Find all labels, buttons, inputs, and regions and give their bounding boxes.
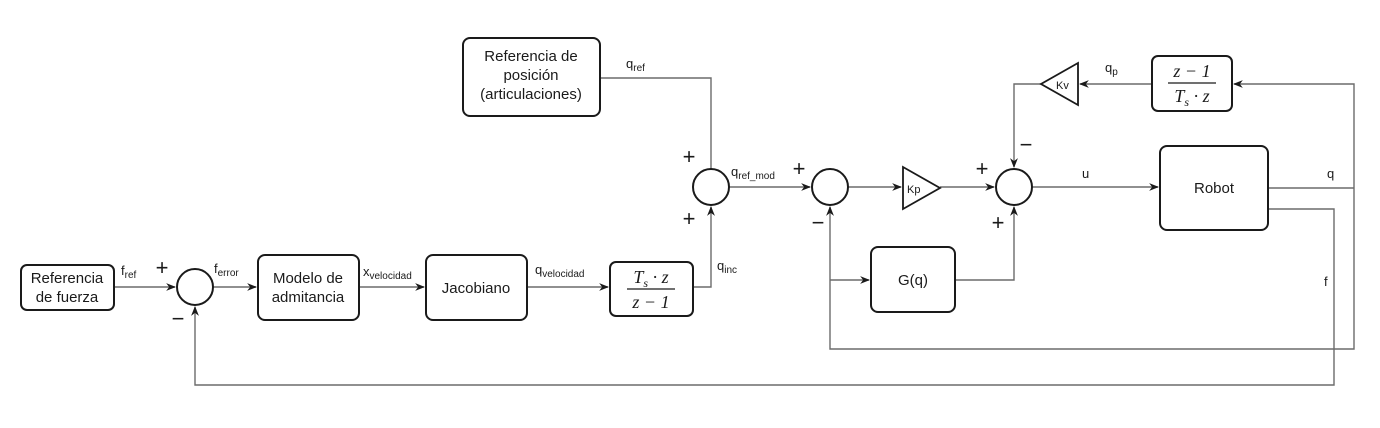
derivative-numerator: z − 1 xyxy=(1172,61,1210,81)
sum-position-error xyxy=(811,168,849,206)
wire-q-feedback xyxy=(826,188,1355,350)
force-reference-line1: Referencia xyxy=(31,270,104,287)
block-gravity: G(q) xyxy=(870,246,956,313)
block-kp-gain: Kp xyxy=(902,165,942,211)
block-admittance-model: Modelo de admitancia xyxy=(257,254,360,321)
label-q-p: qp xyxy=(1105,60,1118,78)
wire-kv-out xyxy=(1010,83,1041,168)
derivative-denominator: Ts · z xyxy=(1174,86,1209,109)
sign-pos-minus: − xyxy=(812,210,825,235)
wires xyxy=(114,77,1355,386)
sign-ref-top-plus: + xyxy=(683,144,696,169)
sum-control xyxy=(995,168,1033,206)
integrator-numerator: Ts · z xyxy=(633,267,668,290)
sum-force-error xyxy=(176,268,214,306)
gravity-label: G(q) xyxy=(898,272,928,289)
position-reference-line2: posición xyxy=(503,67,558,84)
sign-ctrl-left-plus: + xyxy=(976,156,989,181)
block-force-reference: Referencia de fuerza xyxy=(20,264,115,311)
jacobian-label: Jacobiano xyxy=(442,280,510,297)
label-u: u xyxy=(1082,166,1089,181)
block-jacobian: Jacobiano xyxy=(425,254,528,321)
wire-qref xyxy=(600,77,712,169)
label-q-ref: qref xyxy=(626,56,645,74)
block-robot: Robot xyxy=(1159,145,1269,231)
sign-force-minus: − xyxy=(172,306,185,331)
admittance-line2: admitancia xyxy=(272,289,345,306)
kp-label: Kp xyxy=(907,184,920,196)
sum-reference-mod xyxy=(692,168,730,206)
label-q-ref-mod: qref_mod xyxy=(731,164,775,182)
sign-pos-plus: + xyxy=(793,156,806,181)
sign-ctrl-top-minus: − xyxy=(1020,132,1033,157)
block-integrator: Ts · z z − 1 xyxy=(609,261,694,317)
label-q: q xyxy=(1327,166,1334,181)
position-reference-line3: (articulaciones) xyxy=(480,86,582,103)
label-f-ref: fref xyxy=(121,263,137,281)
sign-ref-bottom-plus: + xyxy=(683,206,696,231)
sign-ctrl-bottom-plus: + xyxy=(992,210,1005,235)
block-position-reference: Referencia de posición (articulaciones) xyxy=(462,37,601,117)
block-derivative: z − 1 Ts · z xyxy=(1151,55,1233,112)
block-kv-gain: Kv xyxy=(1039,61,1079,107)
sign-force-plus: + xyxy=(156,255,169,280)
label-x-velocidad: xvelocidad xyxy=(363,264,412,282)
position-reference-line1: Referencia de xyxy=(484,48,577,65)
wire-gq-out xyxy=(955,206,1018,281)
admittance-line1: Modelo de xyxy=(273,270,343,287)
wire-f-feedback xyxy=(191,208,1335,386)
wire-q-deriv xyxy=(1233,80,1355,188)
label-q-inc: qinc xyxy=(717,258,737,276)
kv-label: Kv xyxy=(1056,80,1069,92)
force-reference-line2: de fuerza xyxy=(36,289,99,306)
robot-label: Robot xyxy=(1194,180,1235,197)
integrator-denominator: z − 1 xyxy=(631,292,669,312)
label-f: f xyxy=(1324,274,1328,289)
label-f-error: ferror xyxy=(214,261,239,279)
label-q-velocidad: qvelocidad xyxy=(535,262,585,280)
wire-qinc xyxy=(693,206,715,288)
